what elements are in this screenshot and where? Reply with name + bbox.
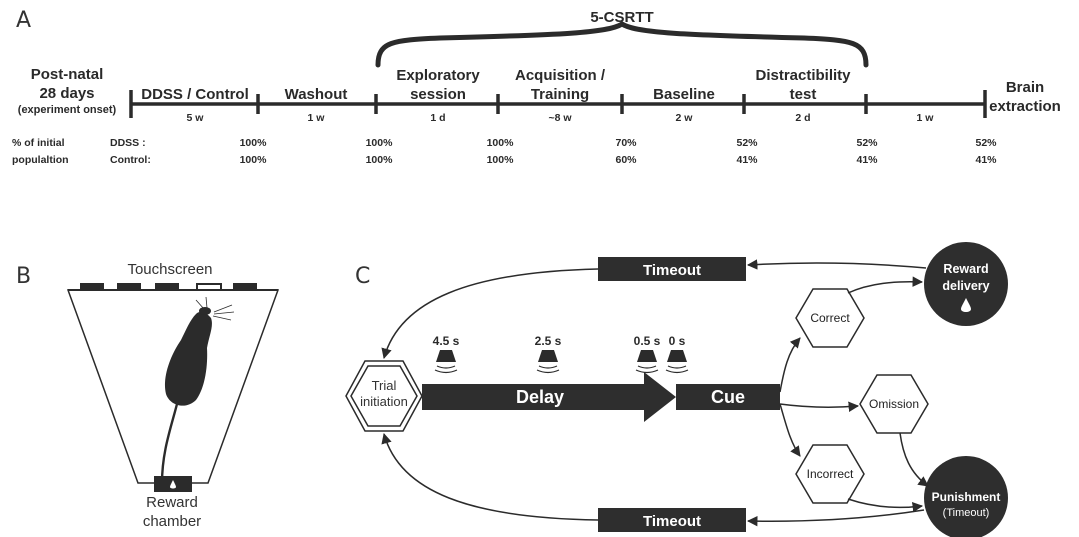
reward-delivery-line1: Reward (943, 262, 988, 276)
speaker-icon (536, 350, 560, 374)
correct-node (795, 288, 865, 348)
correct-label: Correct (810, 311, 850, 325)
arrow-reward-to-timeout (746, 259, 927, 270)
duration-exploratory: 1 d (430, 112, 445, 124)
trial-initiation-line1: Trial (372, 378, 397, 393)
phase-baseline: Baseline (653, 86, 715, 103)
phase-washout: Washout (285, 86, 348, 103)
incorrect-node (795, 444, 865, 504)
omission-label: Omission (869, 397, 919, 411)
reward-magazine (154, 476, 192, 492)
arrow-timeout-to-trial (381, 268, 599, 360)
pct-row-ddss: 100% 100% 100% 70% 52% 52% 52% (240, 137, 998, 149)
curly-bracket (375, 21, 869, 68)
delay-label: Delay (516, 387, 564, 407)
arrow-timeout-to-trial-bottom (381, 432, 599, 521)
pct-header-line1: % of initial (12, 137, 65, 149)
speaker-icon (665, 350, 689, 374)
incorrect-label: Incorrect (807, 467, 854, 481)
pct-cell: 100% (240, 137, 268, 149)
onset-line1: Post-natal (31, 66, 104, 83)
panel-label-a: A (16, 8, 31, 33)
phase-ddss-control: DDSS / Control (141, 86, 249, 103)
pct-cell: 100% (487, 154, 515, 166)
reward-delivery-node (924, 242, 1008, 326)
panel-label-b: B (16, 264, 31, 289)
pct-cell: 100% (240, 154, 268, 166)
flow-arrows (381, 259, 929, 527)
phase-exploratory-line1: Exploratory (396, 67, 480, 84)
touchscreen-apertures (80, 283, 257, 291)
timeline-ticks (129, 90, 987, 118)
duration-ddss: 5 w (187, 112, 205, 124)
pct-cell: 60% (615, 154, 637, 166)
duration-washout: 1 w (308, 112, 326, 124)
cue-box (676, 384, 780, 410)
delay-arrow (422, 372, 676, 422)
punishment-node (924, 456, 1008, 537)
pct-cell: 70% (615, 137, 637, 149)
phase-acquisition-line2: Training (531, 86, 589, 103)
timeout-box-bottom (598, 508, 746, 532)
bracket-title: 5-CSRTT (590, 9, 653, 26)
phase-exploratory-line2: session (410, 86, 466, 103)
arrow-incorrect-to-punishment (847, 498, 924, 513)
duration-baseline: 2 w (676, 112, 694, 124)
pct-cell: 52% (975, 137, 997, 149)
trial-initiation-line2: initiation (360, 394, 408, 409)
phase-distractibility-line2: test (790, 86, 817, 103)
duration-acquisition: ~8 w (548, 112, 572, 124)
arrow-omission-to-punishment (899, 432, 929, 487)
phase-distractibility-line1: Distractibility (755, 67, 851, 84)
reward-delivery-line2: delivery (942, 279, 989, 293)
time-4-5s: 4.5 s (433, 334, 460, 348)
pct-cell: 100% (487, 137, 515, 149)
omission-node (859, 374, 929, 434)
trial-initiation-node (345, 360, 423, 432)
arrow-cue-to-omission (779, 401, 860, 413)
panel-label-c: C (355, 264, 370, 289)
reward-chamber-line1: Reward (146, 494, 198, 511)
pct-cell: 100% (366, 137, 394, 149)
speaker-icon (434, 350, 458, 374)
timeout-top-label: Timeout (643, 262, 701, 279)
timeout-box-top (598, 257, 746, 281)
punishment-line2: (Timeout) (943, 507, 990, 519)
end-line1: Brain (1006, 79, 1044, 96)
time-0-5s: 0.5 s (634, 334, 661, 348)
pct-cell: 52% (856, 137, 878, 149)
cue-label: Cue (711, 387, 745, 407)
pct-cell: 100% (366, 154, 394, 166)
timeout-bottom-label: Timeout (643, 513, 701, 530)
end-line2: extraction (989, 98, 1061, 115)
pct-header-line2: populaltion (12, 154, 69, 166)
touchscreen-label: Touchscreen (127, 261, 212, 278)
duration-distractibility: 2 d (795, 112, 810, 124)
pct-row-control: 100% 100% 100% 60% 41% 41% 41% (240, 154, 998, 166)
arrow-cue-to-incorrect (779, 403, 801, 457)
onset-line3: (experiment onset) (18, 104, 117, 116)
pct-cell: 41% (856, 154, 878, 166)
punishment-line1: Punishment (932, 490, 1001, 504)
time-0s: 0 s (669, 334, 686, 348)
rat-silhouette (160, 296, 235, 484)
phase-acquisition-line1: Acquisition / (515, 67, 606, 84)
arrow-punishment-to-timeout (746, 509, 925, 527)
arrow-cue-to-correct (779, 337, 801, 393)
pct-cell: 41% (736, 154, 758, 166)
pct-cell: 52% (736, 137, 758, 149)
onset-line2: 28 days (39, 85, 94, 102)
arrow-correct-to-reward (847, 276, 924, 294)
time-2-5s: 2.5 s (535, 334, 562, 348)
water-drop-icon (961, 298, 971, 312)
pct-cell: 41% (975, 154, 997, 166)
group-label-control: Control: (110, 154, 151, 166)
group-label-ddss: DDSS : (110, 137, 146, 149)
speaker-icon (635, 350, 659, 374)
duration-final: 1 w (917, 112, 935, 124)
reward-chamber-line2: chamber (143, 513, 201, 530)
